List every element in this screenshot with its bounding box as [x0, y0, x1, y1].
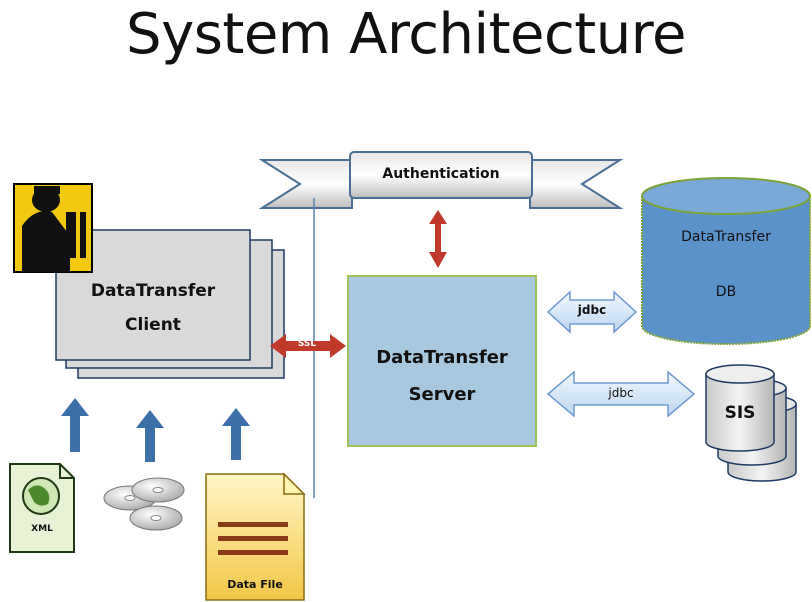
server-label-line2: Server: [408, 384, 476, 405]
upload-arrow-2: [136, 410, 164, 462]
xml-globe-icon: [9, 463, 75, 553]
ssl-arrow: [270, 334, 346, 358]
upload-arrow-3: [222, 408, 250, 460]
sis-jdbc-label: jdbc: [608, 386, 634, 400]
client-label-line2: Client: [125, 315, 181, 335]
db-jdbc-arrow: [546, 290, 638, 334]
client-label-line1: DataTransfer: [90, 281, 216, 301]
database-cylinder: [641, 177, 811, 345]
client-stack: [55, 229, 285, 379]
db-label-line1: DataTransfer: [681, 229, 771, 245]
sis-label: SIS: [724, 403, 756, 423]
user-icon: [13, 183, 93, 273]
sis-jdbc-arrow: [546, 370, 696, 418]
data-file-icon: [205, 472, 306, 601]
auth-server-arrow: [429, 210, 447, 268]
db-label-line2: DB: [715, 284, 737, 300]
xml-label: XML: [31, 524, 53, 534]
authentication-label: Authentication: [382, 166, 500, 182]
server-label-line1: DataTransfer: [376, 347, 508, 368]
server-box: [347, 275, 537, 447]
page-title: System Architecture: [126, 2, 686, 67]
authentication-ribbon: [258, 151, 624, 209]
cd-discs-icon: [103, 477, 185, 531]
sis-cylinders: [705, 364, 797, 482]
ssl-label: SSL: [297, 339, 317, 349]
upload-arrow-1: [61, 398, 89, 452]
data-file-label: Data File: [227, 578, 283, 591]
db-jdbc-label: jdbc: [577, 303, 607, 317]
